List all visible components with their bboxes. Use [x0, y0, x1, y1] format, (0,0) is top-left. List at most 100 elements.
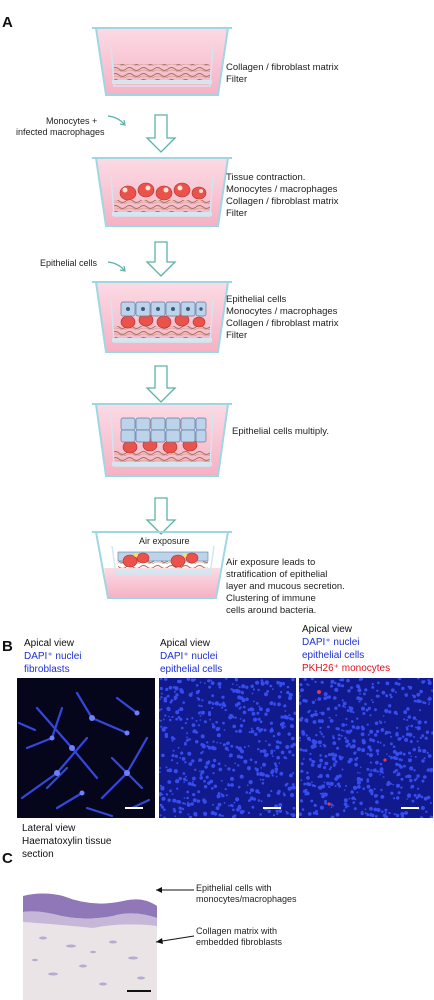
nucleus-dot — [223, 729, 226, 731]
image-2-line-2: DAPI⁺ nuclei — [160, 651, 218, 662]
nucleus-dot — [352, 711, 355, 714]
image-2-line-3: epithelial cells — [160, 664, 223, 675]
nucleus-dot — [254, 732, 258, 736]
nucleus-dot — [186, 796, 189, 800]
nucleus-dot — [330, 803, 333, 806]
nucleus-dot — [319, 758, 323, 763]
nucleus-dot — [258, 705, 261, 708]
nucleus-dot — [376, 753, 379, 756]
step-5-inner-label: Air exposure — [139, 536, 190, 546]
haematoxylin-section-image — [23, 866, 157, 1000]
nucleus-dot — [422, 749, 427, 753]
nucleus-dot — [266, 690, 270, 693]
nucleus-dot — [384, 808, 388, 812]
nucleus-dot — [248, 731, 251, 734]
nucleus-dot — [241, 810, 245, 813]
nucleus-dot — [431, 731, 433, 735]
nucleus-dot — [420, 806, 425, 810]
nucleus-dot — [407, 793, 412, 798]
nucleus-dot — [289, 773, 293, 778]
nucleus-dot — [288, 692, 291, 695]
nucleus-dot — [304, 749, 308, 753]
nucleus-dot — [264, 692, 268, 697]
nucleus-dot — [203, 779, 206, 783]
nucleus-dot — [259, 778, 262, 781]
nucleus-dot — [250, 684, 254, 688]
nucleus-dot — [224, 708, 227, 712]
nucleus-dot — [187, 751, 192, 756]
nucleus-dot — [345, 730, 350, 734]
nucleus-dot — [192, 776, 196, 781]
nucleus-dot — [337, 737, 341, 741]
nucleus-dot — [271, 755, 274, 757]
nucleus-dot — [337, 733, 341, 737]
nucleus-dot — [198, 704, 201, 707]
nucleus-dot — [382, 813, 387, 818]
nucleus-dot — [417, 787, 420, 790]
nucleus-dot — [303, 678, 307, 681]
nucleus-dot — [335, 727, 339, 730]
nucleus-dot — [392, 783, 395, 786]
nucleus-dot — [341, 723, 346, 727]
nucleus-dot — [186, 802, 191, 807]
nucleus-dot — [279, 681, 283, 686]
nucleus-dot — [334, 706, 338, 710]
nucleus-dot — [371, 685, 375, 689]
nucleus-dot — [376, 740, 380, 744]
step-5-label-3: layer and mucous secretion. — [226, 581, 345, 592]
nucleus-dot — [232, 724, 236, 729]
nucleus-dot — [215, 720, 218, 724]
image-1-line-1: Apical view — [24, 638, 75, 649]
nucleus-dot — [334, 763, 337, 766]
nucleus-dot — [190, 782, 195, 787]
nucleus-dot — [223, 704, 227, 708]
nucleus-dot — [221, 706, 224, 709]
nucleus-dot — [197, 689, 201, 693]
nucleus-dot — [359, 772, 361, 774]
nucleus-dot — [177, 709, 180, 712]
nucleus-dot — [356, 696, 361, 700]
nucleus-dot — [198, 759, 201, 762]
nucleus-dot — [357, 685, 361, 689]
nucleus-dot — [194, 813, 198, 817]
nucleus-dot — [178, 806, 182, 810]
nucleus-dot — [378, 720, 381, 722]
nucleus-dot — [346, 709, 350, 713]
nucleus-dot — [256, 711, 260, 715]
nucleus-dot — [386, 753, 388, 755]
nucleus-dot — [381, 690, 386, 695]
nucleus-dot — [356, 780, 361, 785]
nucleus-dot — [366, 778, 369, 781]
nucleus-dot — [425, 810, 428, 813]
nucleus-dot — [356, 747, 361, 752]
nucleus-dot — [425, 730, 430, 734]
nucleus-dot — [288, 750, 292, 754]
nucleus-dot — [374, 733, 378, 737]
nucleus-dot — [173, 769, 178, 774]
nucleus-dot — [203, 785, 208, 789]
nucleus-dot — [274, 767, 279, 771]
nucleus-dot — [260, 767, 263, 769]
nucleus-dot — [423, 757, 426, 760]
nucleus-dot — [305, 734, 308, 737]
nucleus-dot — [361, 738, 366, 743]
nucleus-dot — [160, 692, 163, 695]
nucleus-dot — [161, 793, 164, 796]
nucleus-dot — [379, 773, 381, 776]
down-arrow-1 — [145, 114, 177, 153]
addition-2-line-1: Epithelial cells — [40, 258, 98, 268]
nucleus-dot — [209, 718, 211, 721]
nucleus-dot — [341, 699, 344, 702]
nucleus-dot — [277, 695, 282, 699]
nucleus-dot — [218, 685, 222, 689]
nucleus-dot — [343, 802, 348, 807]
nucleus-dot — [332, 741, 337, 745]
nucleus-dot — [300, 779, 303, 782]
panel-a-diagram — [92, 27, 232, 599]
nucleus-dot — [275, 770, 278, 774]
nucleus-dot — [427, 679, 430, 682]
nucleus-dot — [170, 759, 174, 762]
nucleus-dot — [334, 760, 338, 764]
nucleus-dot — [253, 717, 258, 722]
nucleus-dot — [279, 771, 284, 776]
